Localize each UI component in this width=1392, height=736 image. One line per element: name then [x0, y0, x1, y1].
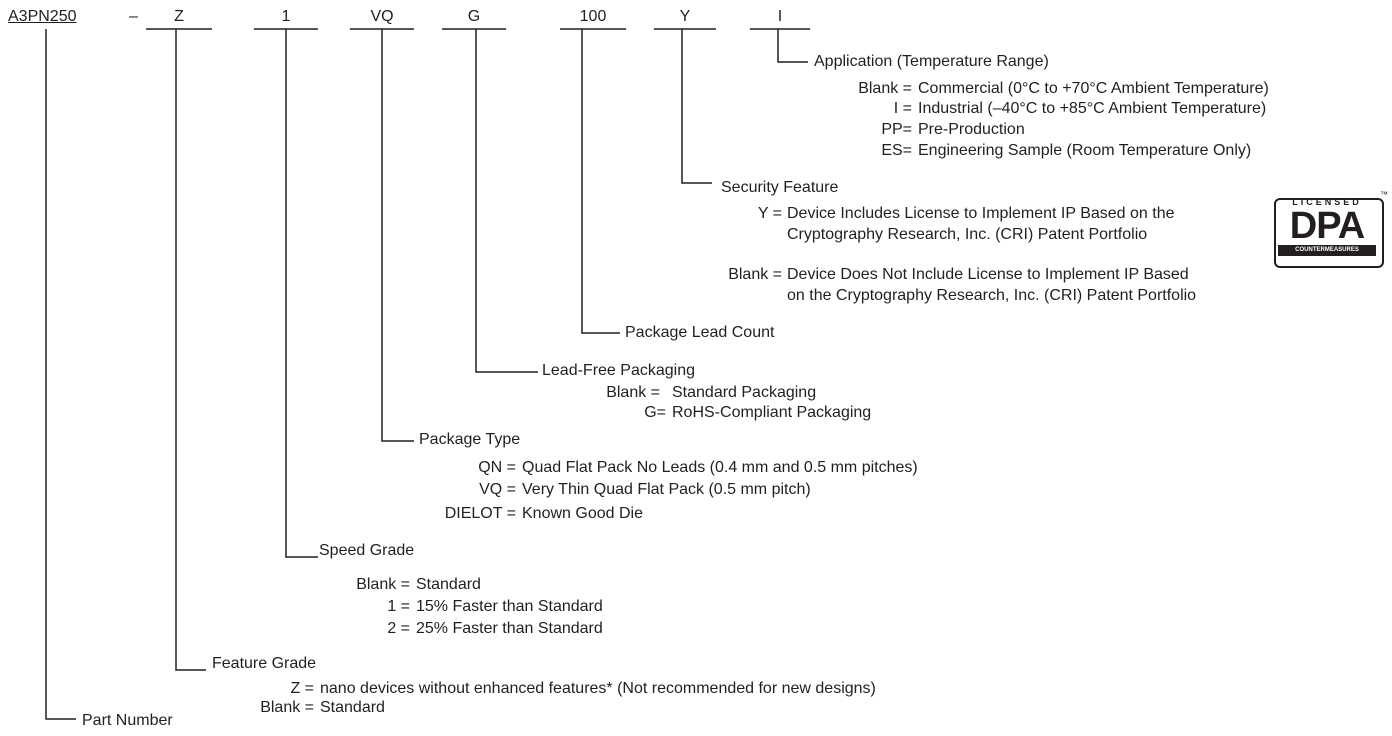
part-code-package-type: VQ	[370, 8, 394, 25]
leader-feature-grade	[175, 29, 206, 671]
speed-grade-key: Blank =	[356, 576, 410, 593]
dpa-logo: LICENSED DPA COUNTERMEASURES ™	[1264, 190, 1388, 268]
part-code-lead-free: G	[467, 8, 481, 25]
application-key: I =	[893, 100, 912, 117]
feature-grade-desc: Standard	[320, 699, 385, 716]
lead-free-desc: RoHS-Compliant Packaging	[672, 404, 872, 421]
package-type-desc: Known Good Die	[522, 505, 643, 522]
security-desc: on the Cryptography Research, Inc. (CRI)…	[787, 287, 1197, 304]
application-key: PP=	[881, 121, 912, 138]
part-code-lead-count: 100	[579, 8, 607, 25]
dpa-logo-licensed: LICENSED	[1292, 197, 1362, 207]
part-code-part: A3PN250	[8, 8, 77, 25]
leader-application	[777, 29, 808, 63]
speed-grade-desc: Standard	[416, 576, 481, 593]
feature-grade-key: Z =	[290, 680, 314, 697]
package-type-key: VQ =	[479, 481, 516, 498]
application-desc: Commercial (0°C to +70°C Ambient Tempera…	[918, 80, 1269, 97]
feature-grade-title: Feature Grade	[212, 655, 317, 672]
leader-package-type	[381, 29, 414, 442]
part-code-security: Y	[679, 8, 691, 25]
speed-grade-desc: 25% Faster than Standard	[416, 620, 603, 637]
application-key: Blank =	[858, 80, 912, 97]
part-number-title: Part Number	[82, 712, 173, 729]
leader-lead-free	[475, 29, 538, 373]
application-key: ES=	[881, 142, 912, 159]
package-type-desc: Very Thin Quad Flat Pack (0.5 mm pitch)	[522, 481, 811, 498]
speed-grade-key: 2 =	[387, 620, 410, 637]
lead-free-key: G=	[644, 404, 666, 421]
security-desc: Cryptography Research, Inc. (CRI) Patent…	[787, 226, 1148, 243]
security-desc: Device Includes License to Implement IP …	[787, 205, 1175, 222]
dpa-logo-trademark: ™	[1380, 190, 1388, 199]
leader-part-number	[45, 29, 76, 720]
dpa-logo-frame	[1274, 198, 1384, 268]
package-type-desc: Quad Flat Pack No Leads (0.4 mm and 0.5 …	[522, 459, 918, 476]
application-desc: Engineering Sample (Room Temperature Onl…	[918, 142, 1252, 159]
leader-lead-count	[581, 29, 620, 334]
dpa-logo-main: DPA	[1289, 205, 1365, 247]
leader-security	[681, 29, 712, 184]
lead-count-title: Package Lead Count	[625, 324, 775, 341]
speed-grade-key: 1 =	[387, 598, 410, 615]
part-code-application: I	[777, 8, 783, 25]
speed-grade-desc: 15% Faster than Standard	[416, 598, 603, 615]
feature-grade-key: Blank =	[260, 699, 314, 716]
package-type-key: QN =	[478, 459, 516, 476]
security-title: Security Feature	[721, 179, 839, 196]
security-key: Blank =	[728, 266, 782, 283]
security-desc: Device Does Not Include License to Imple…	[787, 266, 1189, 283]
lead-free-desc: Standard Packaging	[672, 384, 817, 401]
package-type-key: DIELOT =	[444, 505, 516, 522]
application-title: Application (Temperature Range)	[814, 53, 1049, 70]
speed-grade-title: Speed Grade	[319, 542, 415, 559]
lead-free-title: Lead-Free Packaging	[542, 362, 695, 379]
application-desc: Pre-Production	[918, 121, 1025, 138]
feature-grade-desc: nano devices without enhanced features* …	[320, 680, 876, 697]
part-code-dash: –	[129, 8, 138, 25]
part-code-feature-grade: Z	[174, 8, 184, 25]
package-type-title: Package Type	[419, 431, 521, 448]
dpa-logo-countermeasures: COUNTERMEASURES	[1278, 245, 1376, 256]
lead-free-key: Blank =	[606, 384, 660, 401]
application-desc: Industrial (–40°C to +85°C Ambient Tempe…	[918, 100, 1267, 117]
security-key: Y =	[757, 205, 782, 222]
part-code-speed-grade: 1	[281, 8, 291, 25]
leader-speed-grade	[285, 29, 318, 558]
